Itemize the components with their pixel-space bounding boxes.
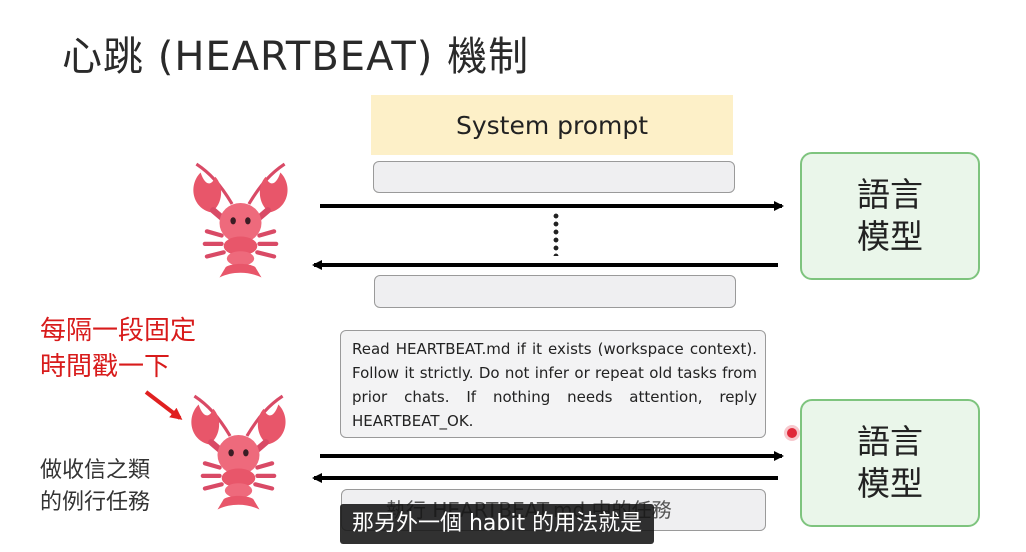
language-model-label-line2: 模型 <box>857 464 923 503</box>
lobster-icon <box>193 164 287 277</box>
language-model-label-line2: 模型 <box>857 217 923 256</box>
system-prompt-label: System prompt <box>455 110 649 140</box>
video-subtitle: 那另外一個 habit 的用法就是 <box>340 504 655 544</box>
routine-task-line1: 做收信之類 <box>40 458 151 483</box>
language-model-box-bottom: 語言 模型 <box>800 399 980 527</box>
system-prompt-box: System prompt <box>371 95 733 155</box>
red-arrow-icon <box>144 390 183 420</box>
heartbeat-prompt-box: Read HEARTBEAT.md if it exists (workspac… <box>340 330 766 438</box>
routine-task-annotation: 做收信之類 的例行任務 <box>40 455 150 519</box>
page-title: 心跳 (HEARTBEAT) 機制 <box>62 34 530 80</box>
interval-annotation-line1: 每隔一段固定 <box>40 316 197 346</box>
context-message-box <box>373 161 735 193</box>
language-model-label-line1: 語言 <box>857 422 923 461</box>
language-model-label-line1: 語言 <box>857 175 923 214</box>
interval-annotation-line2: 時間戳一下 <box>40 352 171 382</box>
cursor-dot-icon <box>787 428 797 438</box>
ellipsis-dots <box>553 212 559 256</box>
response-message-box <box>374 275 736 308</box>
routine-task-line2: 的例行任務 <box>40 490 151 515</box>
language-model-box-top: 語言 模型 <box>800 152 980 280</box>
lobster-icon <box>191 396 285 509</box>
interval-annotation: 每隔一段固定 時間戳一下 <box>40 313 196 385</box>
